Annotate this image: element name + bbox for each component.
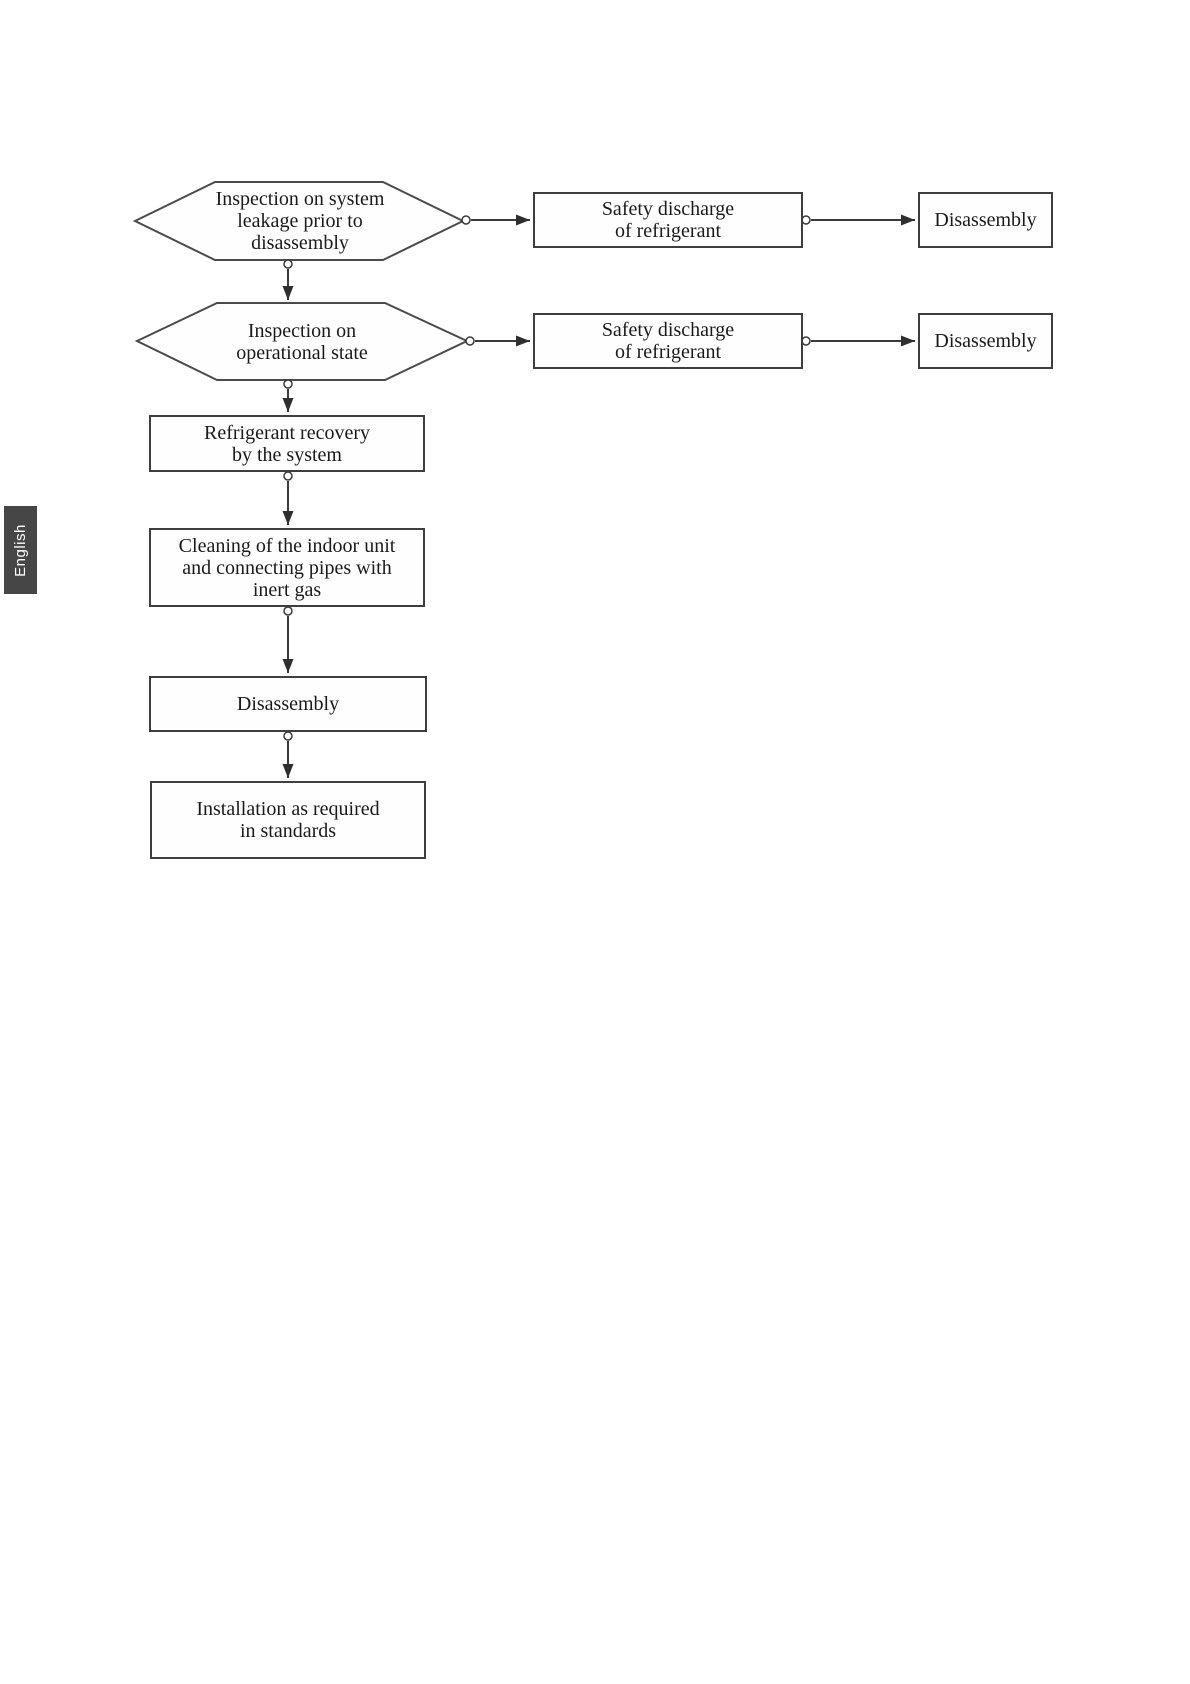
node-text-line: leakage prior to: [237, 210, 363, 232]
node-text-line: Refrigerant recovery: [203, 421, 370, 444]
node-text-line: disassembly: [251, 232, 349, 254]
language-tab-english: English: [4, 506, 37, 594]
connector-safety1-to-disassembly1: [801, 214, 915, 226]
node-text-line: and connecting pipes with: [182, 556, 392, 579]
node-text-line: by the system: [232, 443, 342, 466]
connector-safety2-to-disassembly2: [801, 335, 915, 347]
node-text-line: Disassembly: [934, 209, 1037, 231]
connector-operational-to-recovery: [282, 379, 294, 412]
box-disassembly-main: Disassembly: [149, 676, 427, 732]
node-text-line: in standards: [239, 820, 337, 842]
hexagon-inspection-leakage: Inspection on system leakage prior to di…: [160, 182, 440, 260]
node-text-line: Inspection on: [247, 319, 357, 342]
node-text-line: Disassembly: [236, 693, 340, 715]
connector-leakage-to-operational: [282, 259, 294, 300]
node-text-line: inert gas: [252, 578, 322, 601]
connector-leakage-to-safety1: [461, 214, 530, 226]
box-cleaning-inert-gas: Cleaning of the indoor unit and connecti…: [149, 528, 425, 607]
connector-recovery-to-cleaning: [282, 471, 294, 525]
box-safety-discharge-1: Safety discharge of refrigerant: [533, 192, 803, 248]
box-installation-standards: Installation as required in standards: [150, 781, 426, 859]
node-text-line: Cleaning of the indoor unit: [178, 534, 396, 557]
hexagon-inspection-operational: Inspection on operational state: [162, 303, 442, 380]
box-disassembly-right-2: Disassembly: [918, 313, 1053, 369]
node-text-line: Safety discharge: [601, 198, 735, 220]
node-text-line: of refrigerant: [614, 341, 722, 363]
box-refrigerant-recovery: Refrigerant recovery by the system: [149, 415, 425, 472]
connector-operational-to-safety2: [465, 335, 530, 347]
node-text-line: Safety discharge: [601, 319, 735, 341]
connector-disassembly-to-installation: [282, 731, 294, 778]
connector-cleaning-to-disassembly: [282, 606, 294, 673]
node-text-line: operational state: [236, 341, 368, 364]
node-text-line: Inspection on system: [215, 188, 385, 210]
node-text-line: of refrigerant: [614, 220, 722, 242]
box-safety-discharge-2: Safety discharge of refrigerant: [533, 313, 803, 369]
language-tab-label: English: [12, 523, 30, 577]
box-disassembly-right-1: Disassembly: [918, 192, 1053, 248]
node-text-line: Installation as required: [196, 798, 380, 820]
node-text-line: Disassembly: [934, 330, 1037, 352]
